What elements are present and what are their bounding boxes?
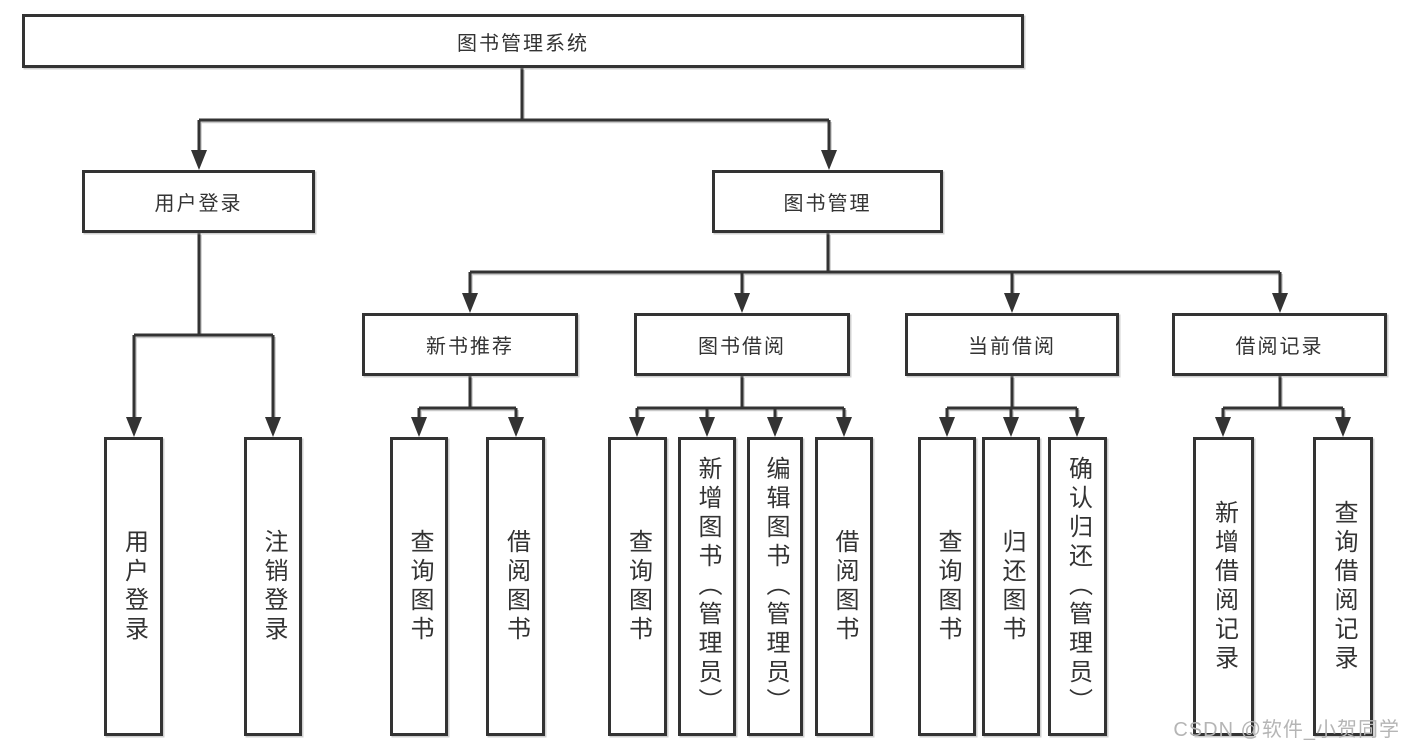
- connector-user-login-children: [132, 233, 275, 419]
- node-query-books-borrowing: 查询图书: [608, 437, 667, 736]
- connector-root-to-level2: [197, 68, 831, 152]
- node-label: 新增借阅记录: [1210, 499, 1238, 674]
- node-add-borrow-record: 新增借阅记录: [1193, 437, 1254, 736]
- node-label: 借阅图书: [502, 528, 530, 645]
- node-new-book-recommendation: 新书推荐: [362, 313, 578, 376]
- node-label: 新增图书（管理员）: [694, 456, 721, 717]
- node-label: 用户登录: [154, 193, 243, 215]
- connector-book-borrow-children: [635, 376, 846, 419]
- node-label: 注销登录: [260, 528, 287, 645]
- node-label: 图书借阅: [698, 336, 786, 358]
- node-query-books-recommend: 查询图书: [390, 437, 448, 736]
- node-logout-action: 注销登录: [244, 437, 302, 736]
- connector-main-layer: [126, 68, 1351, 437]
- csdn-watermark: CSDN @软件_小贺同学: [1173, 719, 1400, 741]
- node-label: 编辑图书（管理员）: [762, 456, 789, 717]
- node-borrow-books-borrowing: 借阅图书: [815, 437, 873, 736]
- node-book-management: 图书管理: [712, 170, 943, 233]
- node-label: 借阅图书: [831, 528, 858, 645]
- node-query-borrow-record: 查询借阅记录: [1313, 437, 1373, 736]
- connector-current-borrow-children: [945, 376, 1079, 419]
- node-borrow-books-recommend: 借阅图书: [486, 437, 545, 736]
- node-user-login: 用户登录: [82, 170, 315, 233]
- node-label: 当前借阅: [968, 336, 1056, 358]
- node-label: 借阅记录: [1235, 336, 1324, 358]
- node-label: 用户登录: [120, 528, 148, 645]
- node-label: 查询图书: [624, 528, 652, 645]
- node-confirm-return-admin: 确认归还（管理员）: [1048, 437, 1107, 736]
- node-label: 查询借阅记录: [1330, 499, 1357, 674]
- connector-new-book-children: [417, 376, 518, 419]
- node-current-borrowing: 当前借阅: [905, 313, 1119, 376]
- node-label: 确认归还（管理员）: [1064, 456, 1092, 717]
- node-book-borrowing: 图书借阅: [634, 313, 850, 376]
- connector-book-management-to-level3: [468, 233, 1282, 295]
- node-query-books-current: 查询图书: [918, 437, 976, 736]
- connector-borrow-record-children: [1221, 376, 1345, 419]
- node-edit-books-admin: 编辑图书（管理员）: [747, 437, 803, 736]
- node-label: 图书管理系统: [457, 32, 589, 55]
- node-library-management-system: 图书管理系统: [22, 14, 1024, 68]
- node-label: 归还图书: [998, 528, 1025, 645]
- node-label: 新书推荐: [426, 336, 514, 358]
- node-label: 查询图书: [406, 528, 433, 645]
- node-label: 查询图书: [934, 528, 961, 645]
- node-return-books: 归还图书: [982, 437, 1040, 736]
- node-label: 图书管理: [783, 193, 872, 215]
- node-borrowing-records: 借阅记录: [1172, 313, 1387, 376]
- arrowheads: [126, 150, 1351, 437]
- node-user-login-action: 用户登录: [104, 437, 163, 736]
- node-add-books-admin: 新增图书（管理员）: [678, 437, 736, 736]
